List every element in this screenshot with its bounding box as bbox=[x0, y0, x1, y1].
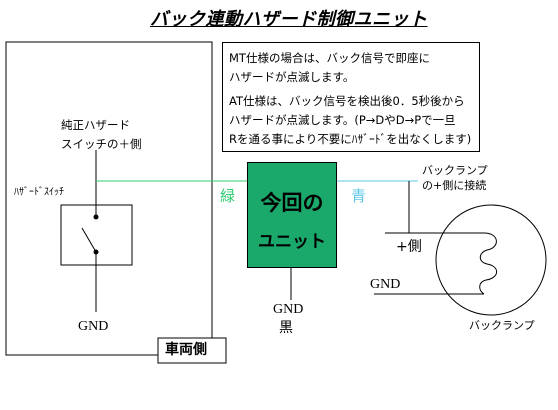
lamp-connect-line1: バックランプ bbox=[422, 164, 488, 177]
vehicle-side-label: 車両側 bbox=[165, 342, 207, 358]
switch-lever bbox=[81, 227, 97, 253]
at-note-line1: AT仕様は、バック信号を検出後0．5秒後から bbox=[229, 94, 465, 108]
mt-note-line2: ハザードが点滅します。 bbox=[229, 70, 355, 84]
switch-caption-line2: スイッチの＋側 bbox=[61, 137, 142, 151]
back-lamp-bulb bbox=[435, 204, 547, 316]
lamp-plus-label: +側 bbox=[396, 239, 422, 255]
unit-gnd-color-label: 黒 bbox=[279, 320, 293, 336]
mt-note-line1: MT仕様の場合は、バック信号で即座に bbox=[229, 51, 430, 65]
page-title: バック連動ハザード制御ユニット bbox=[150, 9, 428, 30]
vehicle-label-box bbox=[157, 337, 227, 364]
at-note-line3: Rを通る事により不要にﾊｻﾞｰﾄﾞを出なくします) bbox=[229, 132, 472, 146]
green-wire-label: 緑 bbox=[220, 187, 236, 205]
back-lamp-label: バックランプ bbox=[469, 319, 535, 332]
unit-gnd-label: GND bbox=[273, 302, 304, 317]
vehicle-gnd-label: GND bbox=[78, 319, 109, 334]
lamp-filament bbox=[479, 232, 498, 295]
spec-note-box: MT仕様の場合は、バック信号で即座に ハザードが点滅します。 AT仕様は、バック… bbox=[222, 42, 480, 152]
at-note-line2: ハザードが点滅します。(P→DやD→Pで一旦 bbox=[229, 113, 456, 127]
lamp-connect-line2: の+側に接続 bbox=[422, 179, 487, 192]
vehicle-side-frame bbox=[5, 41, 213, 356]
switch-caption-line1: 純正ハザード bbox=[61, 118, 130, 132]
switch-contact-top bbox=[93, 214, 99, 220]
hazard-switch-label: ﾊｻﾞｰﾄﾞｽｲｯﾁ bbox=[14, 187, 64, 198]
control-unit: 今回の ユニット bbox=[247, 162, 337, 268]
blue-wire-label: 青 bbox=[351, 187, 367, 205]
lamp-gnd-label: GND bbox=[370, 277, 401, 292]
unit-label-line1: 今回の bbox=[260, 191, 324, 215]
unit-label-line2: ユニット bbox=[258, 232, 326, 252]
